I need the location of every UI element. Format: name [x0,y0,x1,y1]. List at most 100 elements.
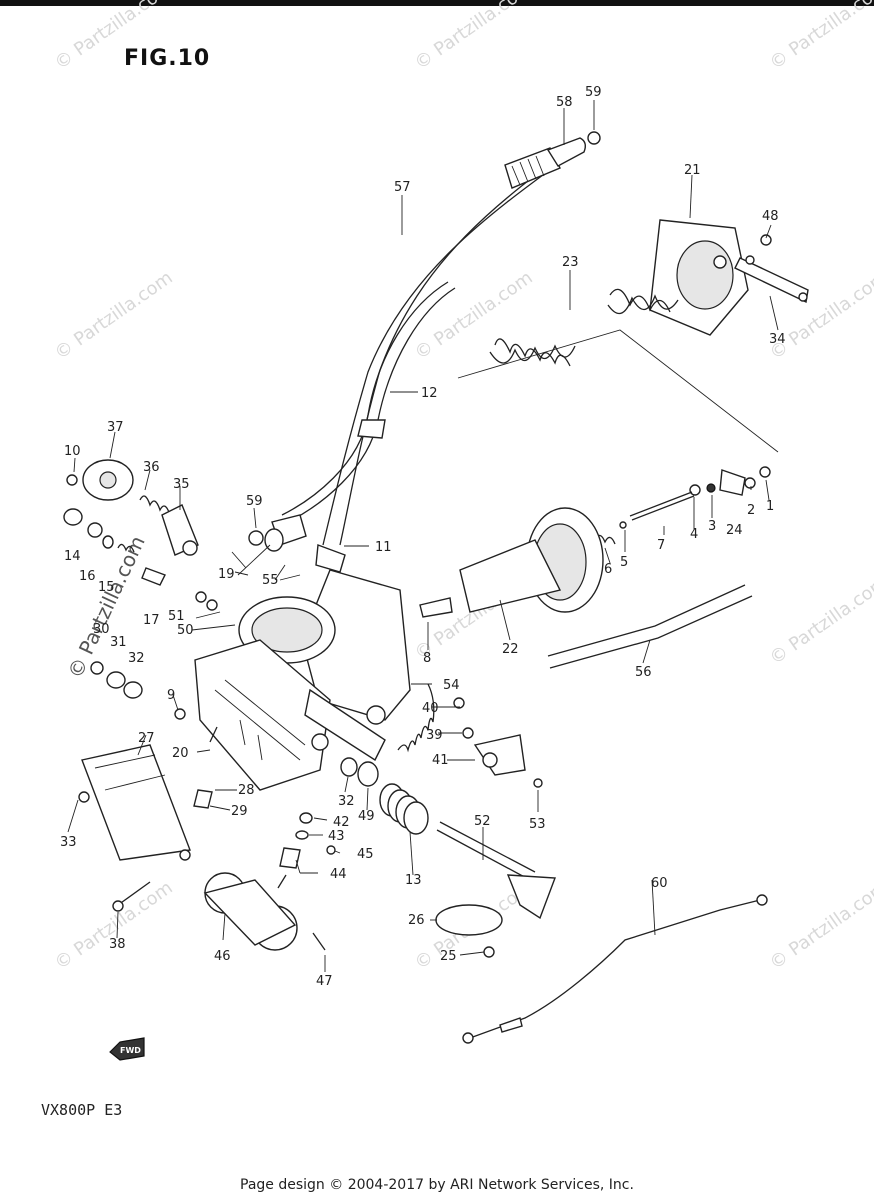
callout-labels: 1 2 3 4 5 6 7 8 9 10 11 12 13 14 15 16 1… [60,85,786,989]
watermark: © Partzilla.com [51,267,177,364]
callout-9: 9 [167,688,175,703]
fwd-label: FWD [120,1046,141,1055]
spring-13 [379,783,429,835]
callout-20: 20 [172,746,189,761]
callout-11: 11 [375,540,392,555]
bracket-34 [734,234,809,304]
callout-46: 46 [214,949,231,964]
leader-lines [67,100,779,972]
callout-5: 5 [620,555,628,570]
callout-22: 22 [502,642,519,657]
callout-45: 45 [357,847,374,862]
callout-51: 51 [168,609,185,624]
callout-17: 17 [143,613,160,628]
callout-38: 38 [109,937,126,952]
assembly-guide-line [457,329,779,453]
callout-57: 57 [394,180,411,195]
callout-59b: 59 [246,494,263,509]
watermark: © Partzilla.com [411,267,537,364]
jets [193,726,336,889]
callout-28: 28 [238,783,255,798]
diaphragm-parts [594,466,771,545]
callout-1: 1 [766,499,774,514]
callout-53: 53 [529,817,546,832]
callout-7: 7 [657,538,665,553]
top-border-bar [0,0,874,6]
callout-12: 12 [421,386,438,401]
callout-27: 27 [138,731,155,746]
callout-33: 33 [60,835,77,850]
carburetor-body [194,569,411,791]
callout-59a: 59 [585,85,602,100]
watermark: © Partzilla.com [51,877,177,974]
watermark: © Partzilla.com [766,0,874,74]
callout-43: 43 [328,829,345,844]
float-bowl-27 [78,744,191,861]
callout-60: 60 [651,876,668,891]
callout-34: 34 [769,332,786,347]
hose-12 [248,281,456,552]
callout-35: 35 [173,477,190,492]
watermark: © Partzilla.com [411,0,537,74]
callout-16: 16 [79,569,96,584]
callout-10: 10 [64,444,81,459]
plate-26 [435,904,503,936]
callout-2: 2 [747,503,755,518]
callout-19: 19 [218,567,235,582]
callout-37: 37 [107,420,124,435]
tube-56 [547,584,746,657]
callout-13: 13 [405,873,422,888]
callout-44: 44 [330,867,347,882]
callout-6: 6 [604,562,612,577]
callout-31: 31 [110,635,127,650]
callout-47: 47 [316,974,333,989]
callout-15: 15 [98,580,115,595]
callout-36: 36 [143,460,160,475]
callout-21: 21 [684,163,701,178]
small-parts-left [63,508,218,720]
callout-40: 40 [422,701,439,716]
callout-56: 56 [635,665,652,680]
float-46 [203,872,298,951]
callout-23: 23 [562,255,579,270]
callout-48: 48 [762,209,779,224]
callout-24: 24 [726,523,743,538]
callout-32a: 32 [128,651,145,666]
spring-23 [489,288,679,367]
callout-39: 39 [426,728,443,743]
cover-37 [66,459,134,501]
model-code: VX800P E3 [41,1101,123,1119]
piston-22 [419,507,604,618]
hose-57 [315,137,587,573]
cable-60 [462,894,768,1044]
figure-title: FIG.10 [124,46,211,71]
callout-3: 3 [708,519,716,534]
bracket-41 [453,697,543,788]
callout-49: 49 [358,809,375,824]
watermark: © Partzilla.com [51,0,177,74]
callout-42: 42 [333,815,350,830]
page-footer: Page design © 2004-2017 by ARI Network S… [240,1177,634,1193]
callout-29: 29 [231,804,248,819]
callout-41: 41 [432,753,449,768]
shaft-52 [436,821,556,920]
callout-50: 50 [177,623,194,638]
callout-25: 25 [440,949,457,964]
callout-4: 4 [690,527,698,542]
callout-30: 30 [93,622,110,637]
watermark: © Partzilla.com [766,572,874,669]
callout-55: 55 [262,573,279,588]
fwd-arrow: FWD [109,1037,145,1061]
callout-26: 26 [408,913,425,928]
top-cover-21 [649,219,749,336]
callout-58: 58 [556,95,573,110]
callout-52: 52 [474,814,491,829]
watermark: © Partzilla.com [766,877,874,974]
callout-54: 54 [443,678,460,693]
clip-59 [587,131,601,145]
callout-8: 8 [423,651,431,666]
callout-32b: 32 [338,794,355,809]
callout-14: 14 [64,549,81,564]
